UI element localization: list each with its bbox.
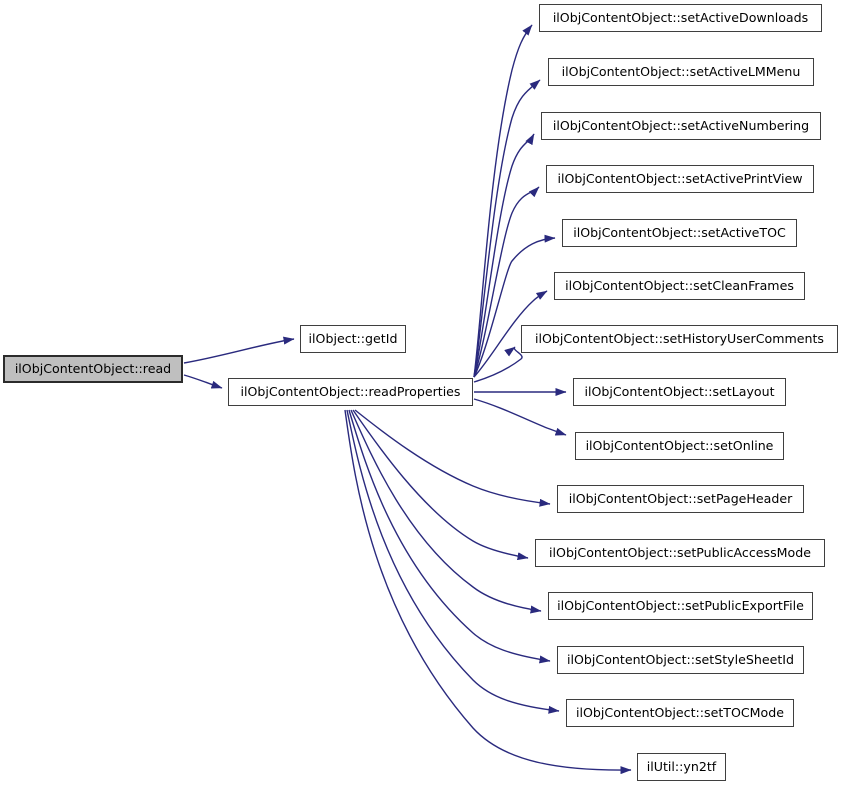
node-label: ilObjContentObject::setPageHeader: [568, 490, 793, 506]
node-setStyleSheetId[interactable]: ilObjContentObject::setStyleSheetId: [557, 646, 804, 674]
node-setHistoryUserComments[interactable]: ilObjContentObject::setHistoryUserCommen…: [521, 325, 838, 353]
node-label: ilObjContentObject::setTOCMode: [576, 704, 784, 720]
edge-readProperties-to-setOnline: [473, 398, 567, 436]
edge-readProperties-to-setActiveDownloads: [473, 24, 533, 378]
edge-readProperties-to-setCleanFrames: [473, 290, 548, 378]
node-setPageHeader[interactable]: ilObjContentObject::setPageHeader: [557, 485, 804, 513]
edge-read-to-readProperties: [183, 374, 223, 389]
edge-readProperties-to-setActiveLMMenu: [473, 79, 541, 378]
edge-readProperties-to-setHistoryUserComments: [473, 346, 523, 383]
edge-readProperties-to-setPageHeader: [354, 409, 551, 507]
node-label: ilObjContentObject::read: [14, 360, 172, 376]
node-setPublicAccessMode[interactable]: ilObjContentObject::setPublicAccessMode: [535, 539, 825, 567]
edge-readProperties-to-yn2tf: [344, 409, 632, 775]
node-label: ilObjContentObject::setOnline: [585, 437, 774, 453]
node-label: ilObjContentObject::setLayout: [584, 383, 775, 399]
node-setTOCMode[interactable]: ilObjContentObject::setTOCMode: [566, 699, 794, 727]
node-label: ilObjContentObject::setCleanFrames: [565, 277, 794, 293]
node-setOnline[interactable]: ilObjContentObject::setOnline: [575, 432, 784, 460]
edges-group: [183, 24, 632, 775]
node-setLayout[interactable]: ilObjContentObject::setLayout: [573, 378, 786, 406]
node-setActivePrintView[interactable]: ilObjContentObject::setActivePrintView: [546, 165, 814, 193]
node-setActiveLMMenu[interactable]: ilObjContentObject::setActiveLMMenu: [548, 58, 814, 86]
node-read[interactable]: ilObjContentObject::read: [3, 355, 183, 383]
node-setActiveNumbering[interactable]: ilObjContentObject::setActiveNumbering: [541, 112, 821, 140]
node-label: ilObjContentObject::setPublicExportFile: [557, 597, 804, 613]
node-readProperties[interactable]: ilObjContentObject::readProperties: [228, 378, 473, 406]
edge-readProperties-to-setPublicAccessMode: [352, 409, 529, 561]
node-setCleanFrames[interactable]: ilObjContentObject::setCleanFrames: [554, 272, 805, 300]
edge-readProperties-to-setActiveNumbering: [473, 133, 535, 378]
node-label: ilObjContentObject::setHistoryUserCommen…: [534, 330, 824, 346]
edge-read-to-getId: [183, 336, 295, 364]
node-label: ilObject::getId: [308, 330, 398, 346]
edge-readProperties-to-setStyleSheetId: [348, 409, 551, 664]
node-label: ilObjContentObject::setPublicAccessMode: [549, 544, 811, 560]
node-label: ilObjContentObject::setActivePrintView: [557, 170, 803, 186]
node-label: ilObjContentObject::setActiveDownloads: [552, 9, 809, 25]
node-label: ilObjContentObject::setStyleSheetId: [567, 651, 794, 667]
node-label: ilObjContentObject::readProperties: [240, 383, 461, 399]
node-setPublicExportFile[interactable]: ilObjContentObject::setPublicExportFile: [548, 592, 813, 620]
edge-readProperties-to-setActiveTOC: [473, 234, 556, 378]
edge-readProperties-to-setTOCMode: [346, 409, 560, 714]
node-yn2tf[interactable]: ilUtil::yn2tf: [637, 753, 726, 781]
node-setActiveDownloads[interactable]: ilObjContentObject::setActiveDownloads: [539, 4, 822, 32]
node-getId[interactable]: ilObject::getId: [300, 325, 406, 353]
node-label: ilObjContentObject::setActiveLMMenu: [561, 63, 801, 79]
node-label: ilObjContentObject::setActiveNumbering: [552, 117, 810, 133]
edge-readProperties-to-setActivePrintView: [473, 186, 540, 378]
node-label: ilObjContentObject::setActiveTOC: [573, 224, 786, 240]
node-label: ilUtil::yn2tf: [646, 758, 717, 774]
node-setActiveTOC[interactable]: ilObjContentObject::setActiveTOC: [562, 219, 797, 247]
edge-readProperties-to-setPublicExportFile: [350, 409, 542, 614]
